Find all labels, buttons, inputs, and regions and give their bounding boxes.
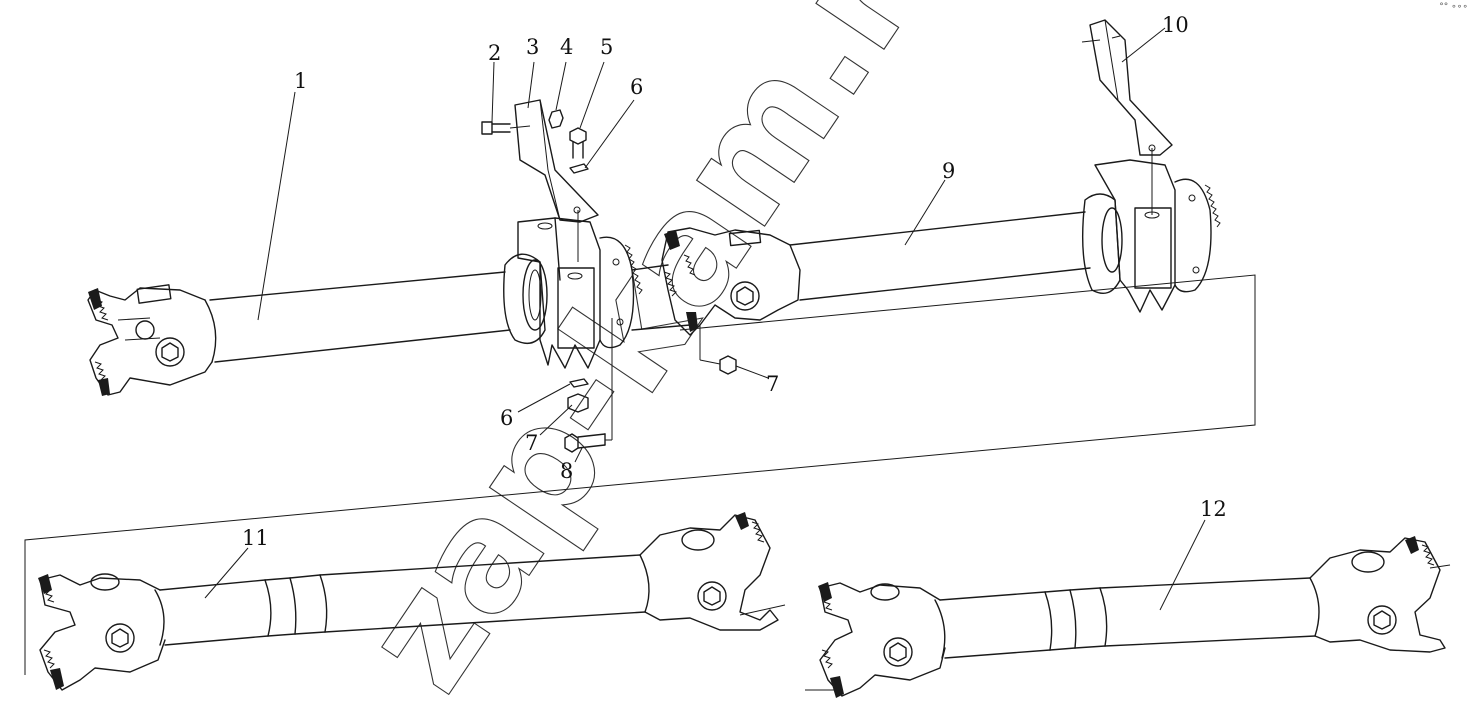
callout-4: 4	[560, 35, 573, 59]
bolt-5	[569, 127, 587, 159]
callout-5: 5	[600, 35, 613, 59]
washer-6-upper	[569, 163, 589, 174]
bolt-8	[564, 318, 613, 453]
callout-6-lower: 6	[500, 406, 513, 430]
shaft-12	[805, 536, 1451, 698]
shaft-1	[87, 271, 511, 396]
callout-7-right: 7	[766, 372, 779, 396]
callout-9: 9	[942, 159, 955, 183]
bolt-2	[481, 121, 531, 135]
nut-7-lower	[567, 393, 589, 413]
bracket-10	[1081, 19, 1173, 215]
callout-2: 2	[488, 41, 501, 65]
callout-12: 12	[1200, 497, 1227, 521]
bracket-3	[514, 99, 599, 262]
nut-7-right	[719, 355, 737, 375]
watermark: zap-kam.ru	[330, 0, 1008, 721]
watermark-text: zap-kam.ru	[331, 0, 1008, 720]
callout-3: 3	[526, 35, 539, 59]
callout-10: 10	[1162, 13, 1189, 37]
corner-mark: °° ∘∘∘	[1439, 2, 1468, 12]
assembly-frame	[24, 274, 1256, 675]
shaft-9	[661, 159, 1221, 375]
shaft-11	[38, 512, 786, 691]
washer-6-lower	[569, 378, 589, 388]
callout-11: 11	[242, 526, 269, 550]
callout-8: 8	[560, 459, 573, 483]
callout-1: 1	[294, 69, 307, 93]
leader-lines	[204, 27, 1206, 611]
callout-labels: 1 2 3 4 5 6 6 7 7 8 9 10 11 12	[242, 13, 1227, 550]
callout-6-upper: 6	[630, 75, 643, 99]
callout-7-lower: 7	[525, 431, 538, 455]
center-bearing-left	[503, 217, 691, 369]
nut-4	[548, 109, 564, 129]
